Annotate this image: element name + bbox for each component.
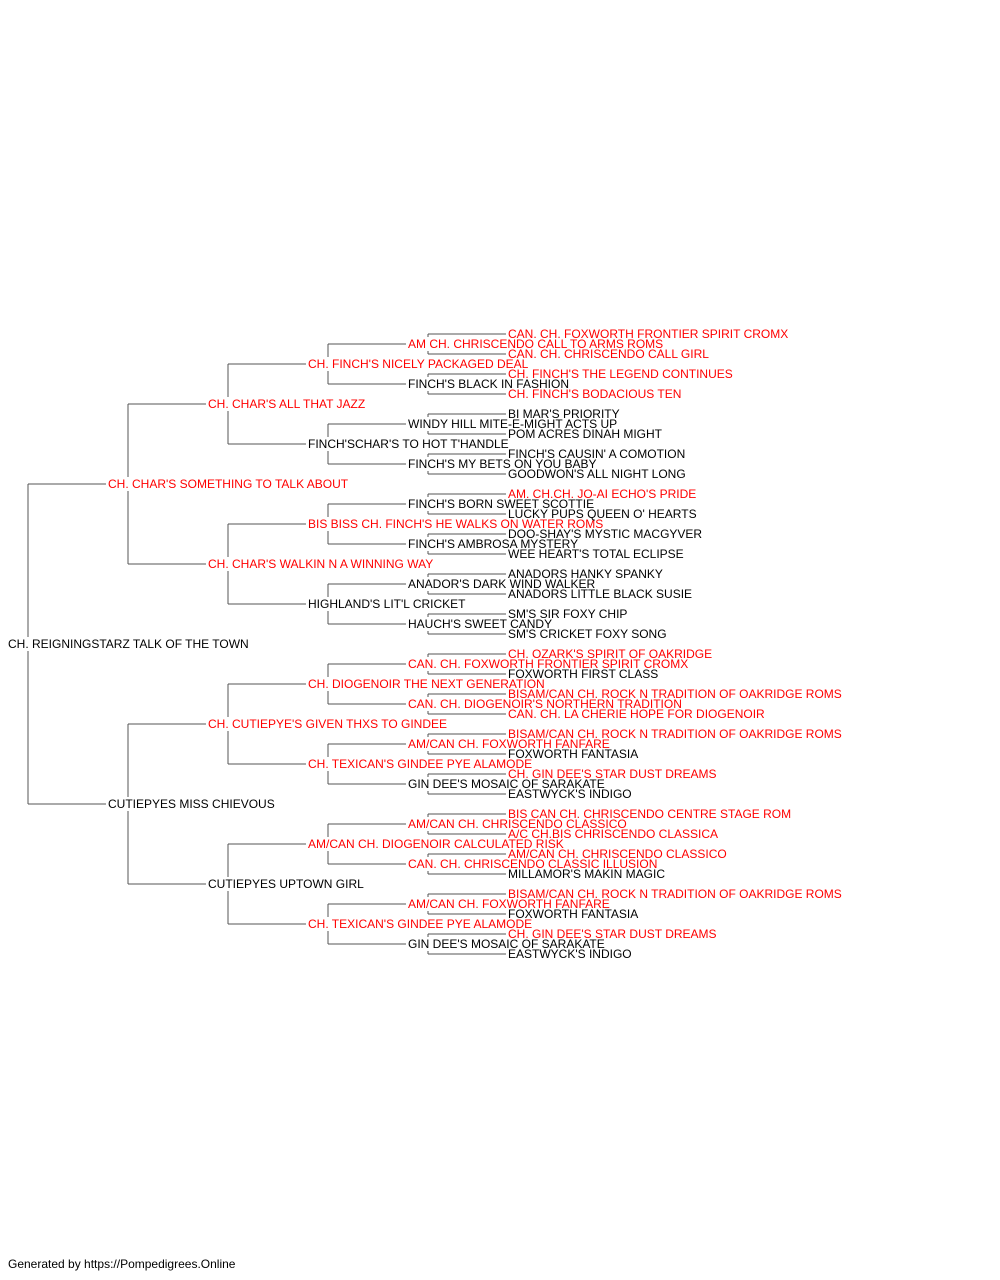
footer-credit: Generated by https://Pompedigrees.Online [8, 1257, 236, 1271]
dog-name-root: CH. REIGNINGSTARZ TALK OF THE TOWN [8, 637, 249, 651]
dog-name-root-s-d-d-s-s: ANADORS HANKY SPANKY [508, 567, 663, 581]
dog-name-root-s-d-s-s-d: LUCKY PUPS QUEEN O' HEARTS [508, 507, 697, 521]
dog-name-root-s-d: CH. CHAR'S WALKIN N A WINNING WAY [208, 557, 433, 571]
dog-name-root-s-s-d-d: FINCH'S MY BETS ON YOU BABY [408, 457, 597, 471]
dog-name-root-d-s-s-d-s: BISAM/CAN CH. ROCK N TRADITION OF OAKRID… [508, 687, 842, 701]
dog-name-root-s-d-s-s-s: AM. CH.CH. JO-AI ECHO'S PRIDE [508, 487, 696, 501]
dog-name-root-d: CUTIEPYES MISS CHIEVOUS [108, 797, 275, 811]
dog-name-root-s-d-s-d: FINCH'S AMBROSA MYSTERY [408, 537, 578, 551]
dog-name-root-d-d-s-d-d: MILLAMOR'S MAKIN MAGIC [508, 867, 665, 881]
dog-name-root-d-s-s-s: CAN. CH. FOXWORTH FRONTIER SPIRIT CROMX [408, 657, 688, 671]
dog-name-root-d-d-d-d: GIN DEE'S MOSAIC OF SARAKATE [408, 937, 605, 951]
dog-name-root-s-s-s-s-s: CAN. CH. FOXWORTH FRONTIER SPIRIT CROMX [508, 327, 788, 341]
dog-name-root-d-s-d-s-s: BISAM/CAN CH. ROCK N TRADITION OF OAKRID… [508, 727, 842, 741]
dog-name-root-s-s-d-s-s: BI MAR'S PRIORITY [508, 407, 620, 421]
dog-name-root-s-s-d: FINCH'SCHAR'S TO HOT T'HANDLE [308, 437, 509, 451]
dog-name-root-s-s-s-s-d: CAN. CH. CHRISCENDO CALL GIRL [508, 347, 709, 361]
dog-name-root-d-s-d-d-s: CH. GIN DEE'S STAR DUST DREAMS [508, 767, 717, 781]
dog-name-root-d-d-d-s: AM/CAN CH. FOXWORTH FANFARE [408, 897, 610, 911]
dog-name-root-d-s-s-s-s: CH. OZARK'S SPIRIT OF OAKRIDGE [508, 647, 712, 661]
dog-name-root-d-s: CH. CUTIEPYE'S GIVEN THXS TO GINDEE [208, 717, 447, 731]
dog-name-root-d-s-d-s: AM/CAN CH. FOXWORTH FANFARE [408, 737, 610, 751]
dog-name-root-d-d-d: CH. TEXICAN'S GINDEE PYE ALAMODE [308, 917, 532, 931]
dog-name-root-d-d-d-s-d: FOXWORTH FANTASIA [508, 907, 638, 921]
dog-name-root-s-d-d-d-s: SM'S SIR FOXY CHIP [508, 607, 627, 621]
dog-name-root-d-s-d-d: GIN DEE'S MOSAIC OF SARAKATE [408, 777, 605, 791]
connector-lines [27, 333, 506, 955]
dog-name-root-d-d-d-d-s: CH. GIN DEE'S STAR DUST DREAMS [508, 927, 717, 941]
dog-name-root-d-s-d-s-d: FOXWORTH FANTASIA [508, 747, 638, 761]
dog-name-root-s-d-s-d-s: DOO-SHAY'S MYSTIC MACGYVER [508, 527, 702, 541]
dog-name-root-d-d-s-d: CAN. CH. CHRISCENDO CLASSIC ILLUSION [408, 857, 657, 871]
dog-name-root-s-s: CH. CHAR'S ALL THAT JAZZ [208, 397, 365, 411]
dog-name-root-d-s-d-d-d: EASTWYCK'S INDIGO [508, 787, 632, 801]
dog-name-root-s-s-d-d-s: FINCH'S CAUSIN' A COMOTION [508, 447, 685, 461]
dog-name-root-d-s-d: CH. TEXICAN'S GINDEE PYE ALAMODE [308, 757, 532, 771]
dog-name-root-s-d-d-s: ANADOR'S DARK WIND WALKER [408, 577, 596, 591]
dog-name-root-s-d-s-d-d: WEE HEART'S TOTAL ECLIPSE [508, 547, 684, 561]
dog-name-root-d-d-d-s-s: BISAM/CAN CH. ROCK N TRADITION OF OAKRID… [508, 887, 842, 901]
dog-name-root-s-s-s-s: AM CH. CHRISCENDO CALL TO ARMS ROMS [408, 337, 663, 351]
dog-name-root-s-d-d: HIGHLAND'S LIT'L CRICKET [308, 597, 466, 611]
dog-name-root-d-d-s-s-s: BIS CAN CH. CHRISCENDO CENTRE STAGE ROM [508, 807, 791, 821]
dog-names: CH. REIGNINGSTARZ TALK OF THE TOWN CH. CH… [8, 327, 842, 961]
dog-name-root-s-s-s: CH. FINCH'S NICELY PACKAGED DEAL [308, 357, 529, 371]
dog-name-root-s-d-s-s: FINCH'S BORN SWEET SCOTTIE [408, 497, 594, 511]
dog-name-root-s-s-s-d-s: CH. FINCH'S THE LEGEND CONTINUES [508, 367, 733, 381]
dog-name-root-d-d-s-d-s: AM/CAN CH. CHRISCENDO CLASSICO [508, 847, 727, 861]
dog-name-root-d-d: CUTIEPYES UPTOWN GIRL [208, 877, 364, 891]
dog-name-root-s-s-d-s-d: POM ACRES DINAH MIGHT [508, 427, 663, 441]
dog-name-root-d-d-s: AM/CAN CH. DIOGENOIR CALCULATED RISK [308, 837, 564, 851]
dog-name-root-d-s-s: CH. DIOGENOIR THE NEXT GENERATION [308, 677, 545, 691]
dog-name-root-d-s-s-s-d: FOXWORTH FIRST CLASS [508, 667, 658, 681]
dog-name-root-d-d-s-s-d: A/C CH.BIS CHRISCENDO CLASSICA [508, 827, 718, 841]
dog-name-root-d-s-s-d-d: CAN. CH. LA CHERIE HOPE FOR DIOGENOIR [508, 707, 765, 721]
dog-name-root-s-s-d-d-d: GOODWON'S ALL NIGHT LONG [508, 467, 686, 481]
dog-name-root-d-d-d-d-d: EASTWYCK'S INDIGO [508, 947, 632, 961]
dog-name-root-s: CH. CHAR'S SOMETHING TO TALK ABOUT [108, 477, 349, 491]
dog-name-root-s-d-d-d: HAUCH'S SWEET CANDY [408, 617, 552, 631]
dog-name-root-d-d-s-s: AM/CAN CH. CHRISCENDO CLASSICO [408, 817, 627, 831]
dog-name-root-s-s-s-d: FINCH'S BLACK IN FASHION [408, 377, 569, 391]
dog-name-root-s-d-d-s-d: ANADORS LITTLE BLACK SUSIE [508, 587, 692, 601]
dog-name-root-s-d-s: BIS BISS CH. FINCH'S HE WALKS ON WATER R… [308, 517, 603, 531]
dog-name-root-s-s-d-s: WINDY HILL MITE-E-MIGHT ACTS UP [408, 417, 617, 431]
dog-name-root-d-s-s-d: CAN. CH. DIOGENOIR'S NORTHERN TRADITION [408, 697, 682, 711]
dog-name-root-s-d-d-d-d: SM'S CRICKET FOXY SONG [508, 627, 667, 641]
dog-name-root-s-s-s-d-d: CH. FINCH'S BODACIOUS TEN [508, 387, 681, 401]
